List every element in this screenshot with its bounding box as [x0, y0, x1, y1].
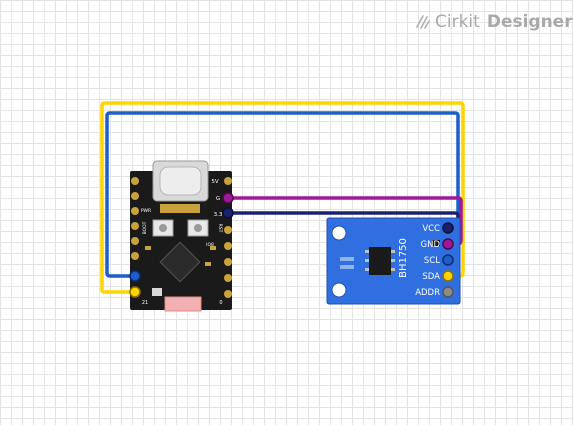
pin-gnd-mcu[interactable] [222, 192, 234, 204]
sensor-pin-labels: VCC GND SCL SDA ADDR [415, 224, 440, 298]
cirkit-designer-logo: Cirkit Designer [414, 12, 573, 32]
mcu-pin-labels: 5V G 3.3 RST BOOT PWR IO8 21 0 [141, 179, 223, 306]
label-rst: RST [217, 224, 223, 233]
label-boot: BOOT [142, 221, 148, 234]
label-io8: IO8 [206, 242, 214, 248]
sensor-pin-sda[interactable] [442, 270, 454, 282]
sensor-label-gnd: GND [421, 240, 441, 250]
mcu-board[interactable]: 5V G 3.3 RST BOOT PWR IO8 21 0 [129, 160, 234, 312]
sensor-pins[interactable] [442, 222, 454, 298]
sensor-pin-addr[interactable] [442, 286, 454, 298]
label-pwr: PWR [141, 208, 151, 214]
mcu-chip [159, 241, 201, 283]
mount-hole-bottom [331, 282, 347, 298]
pin-scl-mcu[interactable] [129, 270, 141, 282]
label-0: 0 [219, 300, 222, 306]
cirkit-logo-icon [416, 15, 430, 29]
mount-hole-top [331, 225, 347, 241]
sensor-label-sda: SDA [422, 272, 440, 282]
label-21: 21 [142, 300, 148, 306]
sensor-label-scl: SCL [424, 256, 440, 266]
usb-pads [160, 204, 200, 213]
sensor-pin-scl[interactable] [442, 254, 454, 266]
reset-button[interactable] [187, 219, 209, 237]
sensor-pin-vcc[interactable] [442, 222, 454, 234]
brand-name: Cirkit [435, 12, 480, 32]
boot-button[interactable] [152, 219, 174, 237]
label-3v3: 3.3 [214, 212, 223, 218]
bh1750-module[interactable]: BH1750 VCC GND SCL SDA ADDR [326, 217, 461, 305]
label-5v: 5V [211, 179, 218, 185]
antenna [164, 296, 202, 312]
label-gnd: G [216, 196, 220, 202]
pin-sda-mcu[interactable] [129, 286, 141, 298]
sensor-pin-gnd[interactable] [442, 238, 454, 250]
left-pin-header[interactable] [129, 177, 141, 298]
wire-sda-yellow[interactable] [100, 101, 465, 294]
sensor-label-vcc: VCC [422, 224, 440, 234]
bh1750-chip [369, 247, 391, 275]
brand-product: Designer [486, 12, 573, 32]
right-pin-header[interactable] [222, 177, 234, 298]
bh1750-chip-label: BH1750 [398, 238, 409, 278]
pin-3v3-mcu[interactable] [222, 207, 234, 219]
sensor-label-addr: ADDR [415, 288, 440, 298]
